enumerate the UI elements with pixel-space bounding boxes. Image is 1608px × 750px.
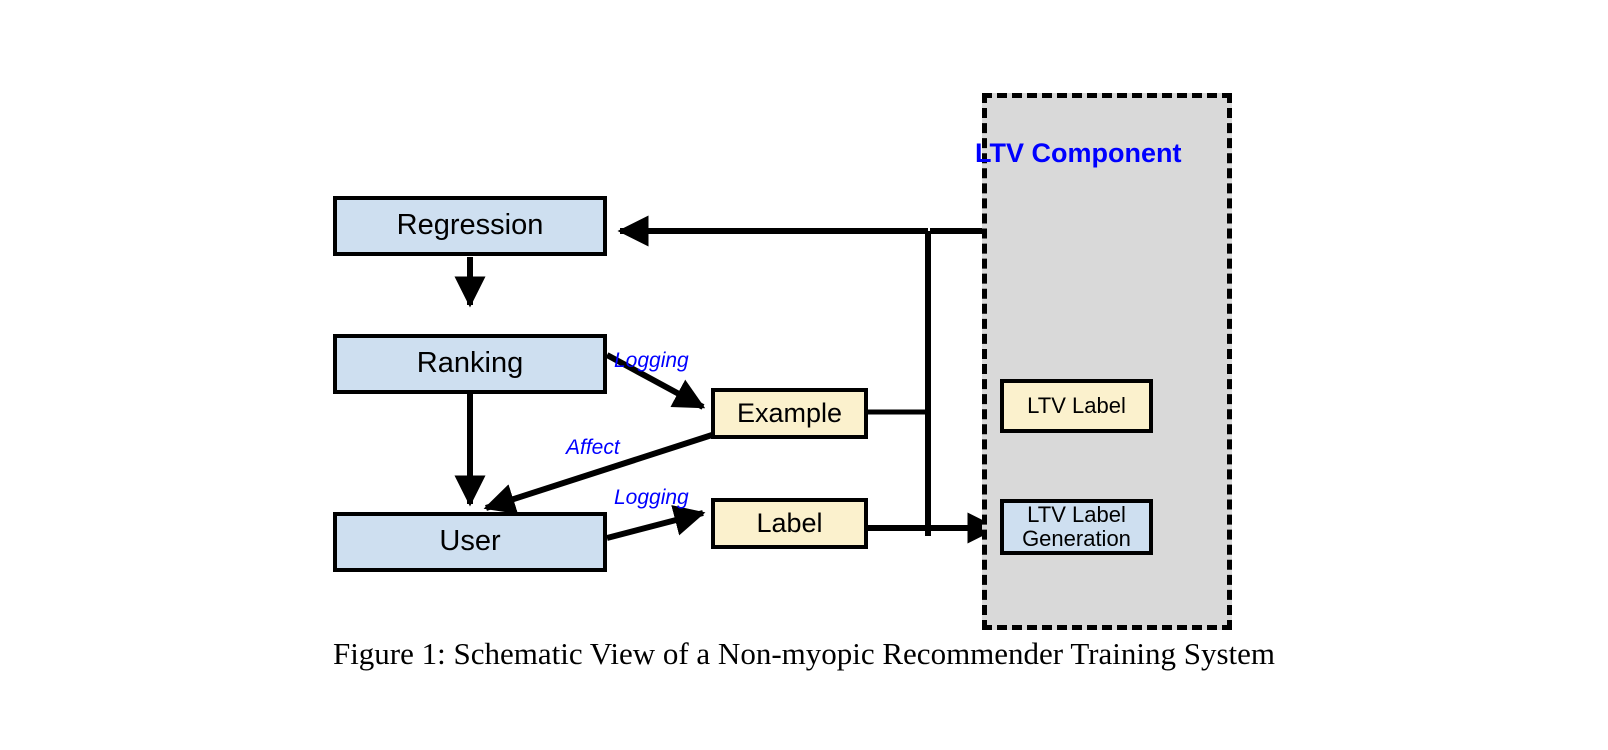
edge-label-logging-ranking-example: Logging — [614, 349, 689, 372]
node-example[interactable]: Example — [711, 388, 868, 439]
figure-caption: Figure 1: Schematic View of a Non-myopic… — [332, 636, 1276, 671]
edge-label-affect-example-user: Affect — [566, 436, 620, 459]
edge-label-logging-user-label: Logging — [614, 486, 689, 509]
edge-ranking-to-example — [605, 352, 706, 410]
node-regression[interactable]: Regression — [333, 196, 607, 256]
node-ranking[interactable]: Ranking — [333, 334, 607, 394]
edge-example-to-regression — [617, 215, 931, 536]
node-label[interactable]: Label — [711, 498, 868, 549]
ltv-component-title: LTV Component — [975, 138, 1182, 168]
node-ltv-label-generation[interactable]: LTV Label Generation — [1000, 499, 1153, 555]
edge-example-to-user — [483, 432, 713, 515]
node-user[interactable]: User — [333, 512, 607, 572]
node-ltv-label[interactable]: LTV Label — [1000, 379, 1153, 433]
edge-user-to-label — [606, 505, 706, 541]
